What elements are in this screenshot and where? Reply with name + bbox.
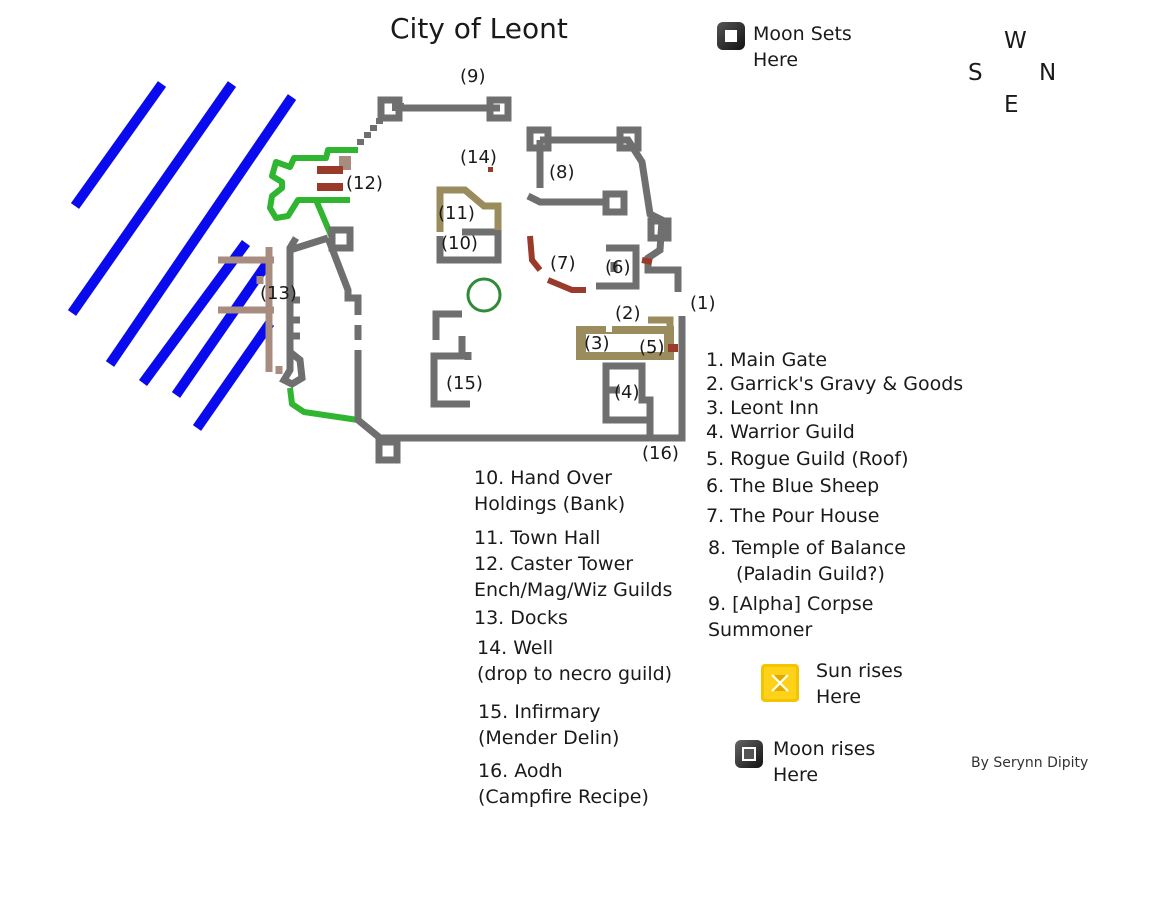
- legend-item-14-sub: (drop to necro guild): [477, 663, 673, 685]
- map-label-2: (2): [615, 303, 641, 324]
- legend-item-14: 14. Well: [477, 637, 554, 659]
- docks: [218, 247, 283, 374]
- legend-item-16-sub: (Campfire Recipe): [478, 786, 649, 808]
- water: [67, 81, 297, 431]
- pour-house: [527, 235, 653, 293]
- compass-west: W: [1004, 28, 1027, 54]
- moon-rises-label-2: Here: [773, 764, 819, 786]
- legend-item-10: 10. Hand Over: [474, 467, 613, 489]
- moon-icon: [717, 22, 745, 50]
- towers: [328, 96, 672, 464]
- map-label-1: (1): [690, 293, 716, 314]
- map-label-11: (11): [438, 203, 475, 224]
- credit-text: By Serynn Dipity: [971, 755, 1089, 771]
- map-label-8: (8): [549, 162, 575, 183]
- legend-item-12: 12. Caster Tower: [474, 553, 634, 575]
- map-label-3: (3): [584, 333, 610, 354]
- legend-item-5: 5. Rogue Guild (Roof): [706, 448, 909, 470]
- town-hall: [436, 186, 502, 232]
- map-label-12: (12): [346, 173, 383, 194]
- moon-sets-label: Moon Sets: [753, 23, 852, 45]
- map-label-4: (4): [614, 382, 640, 403]
- sun-rises-label-2: Here: [816, 686, 862, 708]
- caster-tower: [317, 156, 351, 191]
- well-marker: [488, 167, 493, 172]
- legend-item-4: 4. Warrior Guild: [706, 421, 855, 443]
- sun-rises-label: Sun rises: [816, 660, 903, 682]
- moon-sets-label-2: Here: [753, 49, 799, 71]
- sun-icon: [761, 664, 799, 702]
- map-label-7: (7): [550, 253, 576, 274]
- legend-item-12-sub: Ench/Mag/Wiz Guilds: [474, 579, 673, 601]
- map-label-14: (14): [460, 147, 497, 168]
- legend-item-13: 13. Docks: [474, 607, 568, 629]
- legend-item-6: 6. The Blue Sheep: [706, 475, 880, 497]
- legend-item-1: 1. Main Gate: [706, 349, 828, 371]
- legend-item-8-sub: (Paladin Guild?): [736, 563, 885, 585]
- legend-item-3: 3. Leont Inn: [706, 397, 819, 419]
- legend-item-16: 16. Aodh: [478, 760, 563, 782]
- moon-rises-label: Moon rises: [773, 738, 876, 760]
- map-label-10: (10): [441, 233, 478, 254]
- map-label-9: (9): [460, 66, 486, 87]
- legend-item-10-sub: Holdings (Bank): [474, 493, 626, 515]
- compass-south: S: [968, 60, 983, 86]
- compass-north: N: [1039, 60, 1057, 86]
- map-label-13: (13): [260, 283, 297, 304]
- legend-item-15-sub: (Mender Delin): [478, 727, 620, 749]
- compass-east: E: [1004, 92, 1019, 118]
- legend-item-11: 11. Town Hall: [474, 527, 601, 549]
- leont-inn: [576, 316, 678, 360]
- legend-item-15: 15. Infirmary: [478, 701, 601, 723]
- legend-item-9-sub: Summoner: [708, 619, 813, 641]
- legend-item-8: 8. Temple of Balance: [708, 537, 906, 559]
- legend-item-2: 2. Garrick's Gravy & Goods: [706, 373, 964, 395]
- map-title: City of Leont: [390, 12, 568, 45]
- well-ring: [466, 277, 502, 313]
- legend-item-7: 7. The Pour House: [706, 505, 880, 527]
- map-label-6: (6): [605, 257, 631, 278]
- map-label-5: (5): [639, 337, 665, 358]
- map-label-16: (16): [642, 443, 679, 464]
- legend-item-9: 9. [Alpha] Corpse: [708, 593, 874, 615]
- moon-icon: [735, 740, 763, 768]
- map-label-15: (15): [446, 373, 483, 394]
